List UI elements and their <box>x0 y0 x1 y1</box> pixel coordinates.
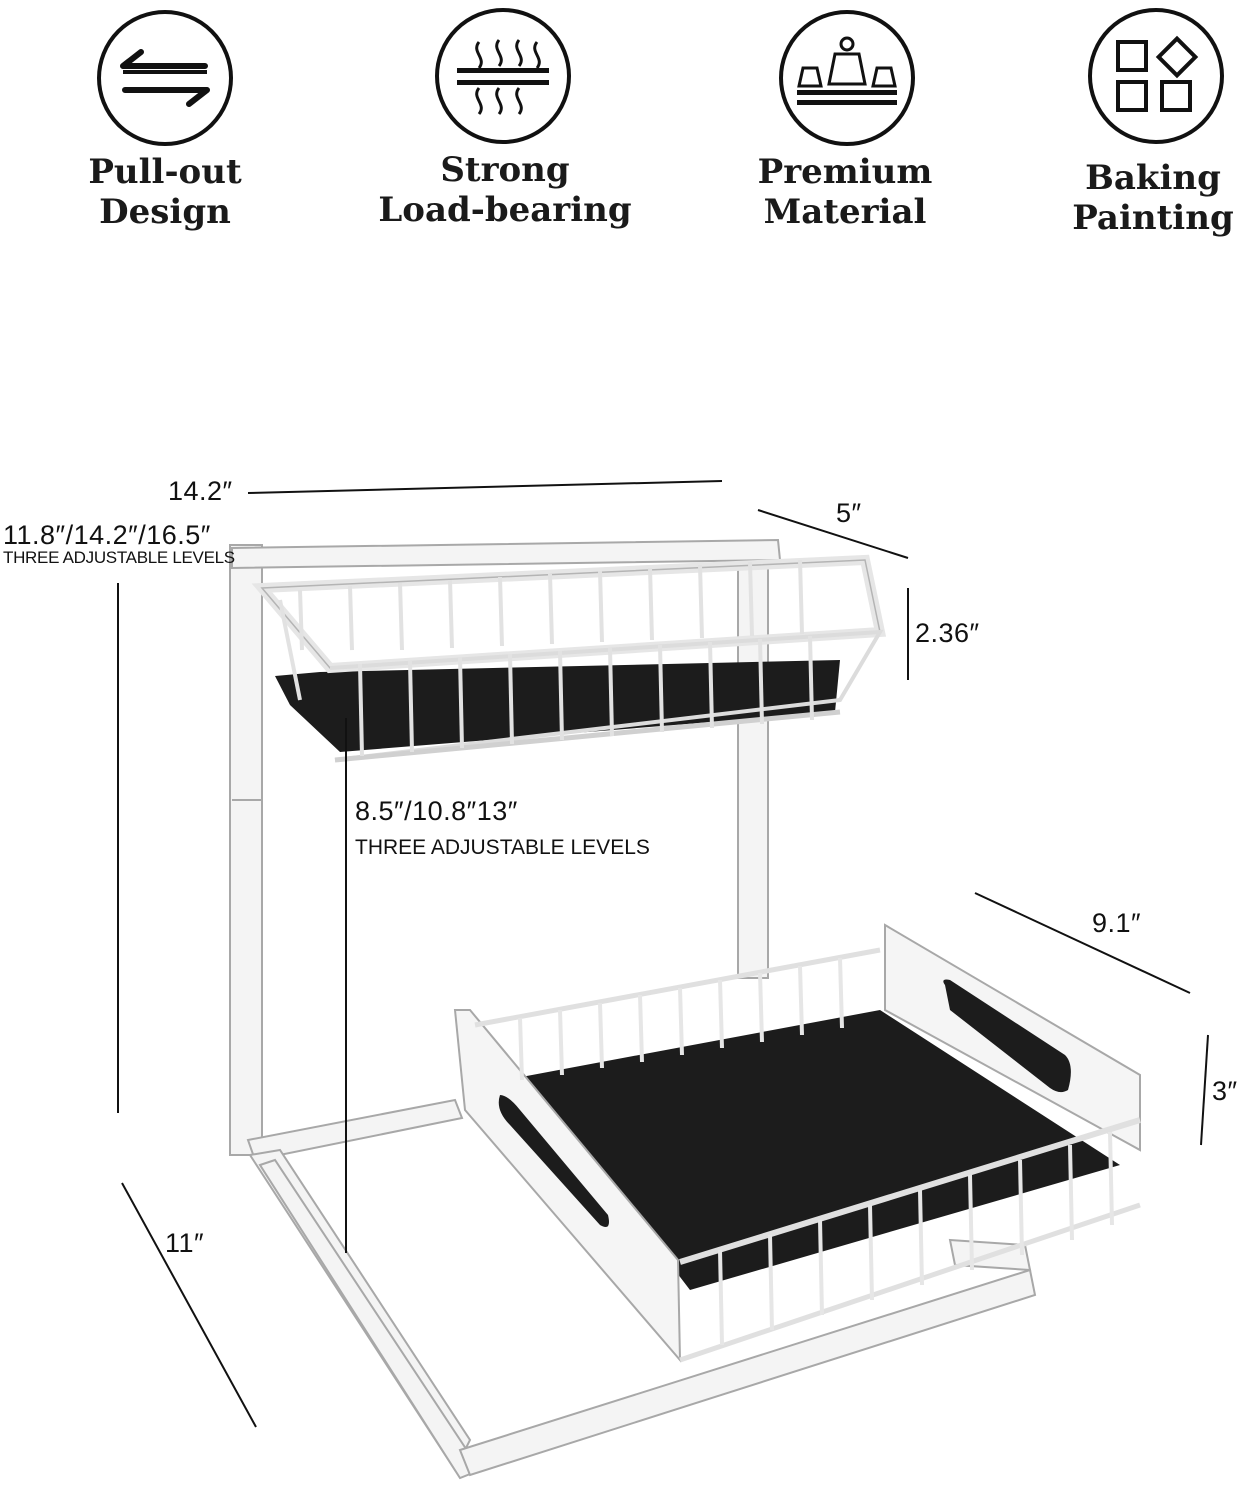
dim-line-bottom-basket <box>1200 1034 1209 1146</box>
dim-depth-bottom: 11″ <box>165 1228 205 1258</box>
dim-line-bottom-width <box>974 892 1191 994</box>
weights-icon <box>779 10 915 146</box>
dim-inner-height: 8.5″/10.8″13″ <box>355 796 518 826</box>
dim-line-depth-bottom <box>121 1182 257 1428</box>
dim-line-width-top <box>247 480 723 494</box>
shapes-icon <box>1088 8 1224 144</box>
dim-line-depth-top <box>757 509 909 559</box>
dim-top-basket-height: 2.36″ <box>915 618 980 648</box>
dim-depth-top: 5″ <box>836 498 862 528</box>
dim-bottom-width: 9.1″ <box>1092 908 1142 938</box>
feature-label: Strong Load-bearing <box>378 150 632 230</box>
pull-out-arrows-icon <box>97 10 233 146</box>
dim-width-top: 14.2″ <box>168 476 233 506</box>
top-basket <box>251 554 887 763</box>
feature-label: Pull-out Design <box>88 152 242 232</box>
bottom-basket-mat <box>505 1010 1120 1290</box>
dimension-lines <box>117 480 1209 1428</box>
top-basket-mat <box>275 660 840 752</box>
dim-height-total-note: THREE ADJUSTABLE LEVELS <box>3 548 235 567</box>
feature-label: Baking Painting <box>1072 158 1234 238</box>
bottom-basket <box>453 923 1141 1363</box>
dim-height-total: 11.8″/14.2″/16.5″ <box>3 520 211 550</box>
load-bearing-icon <box>435 8 571 144</box>
feature-label: Premium Material <box>757 152 933 232</box>
dim-inner-height-note: THREE ADJUSTABLE LEVELS <box>355 836 650 859</box>
frame <box>229 538 1037 1480</box>
dim-bottom-basket-height: 3″ <box>1212 1076 1238 1106</box>
